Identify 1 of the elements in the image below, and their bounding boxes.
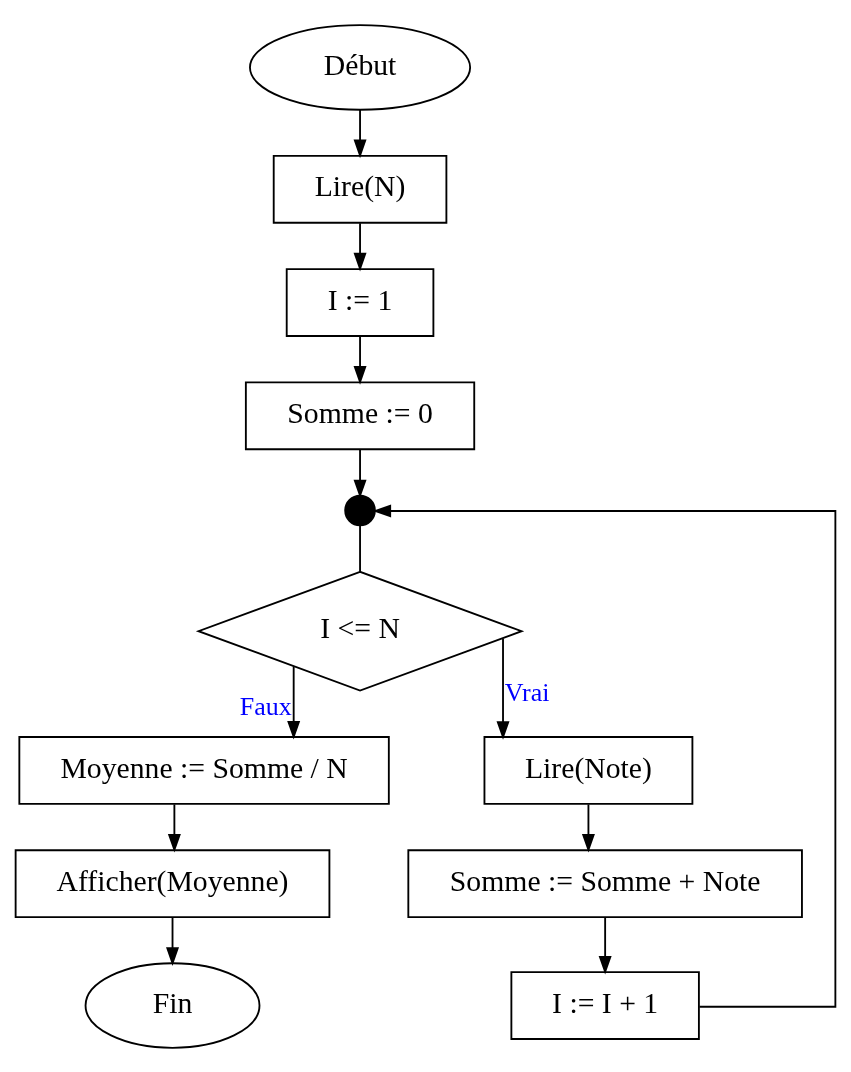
edge-label: Faux	[239, 691, 292, 721]
